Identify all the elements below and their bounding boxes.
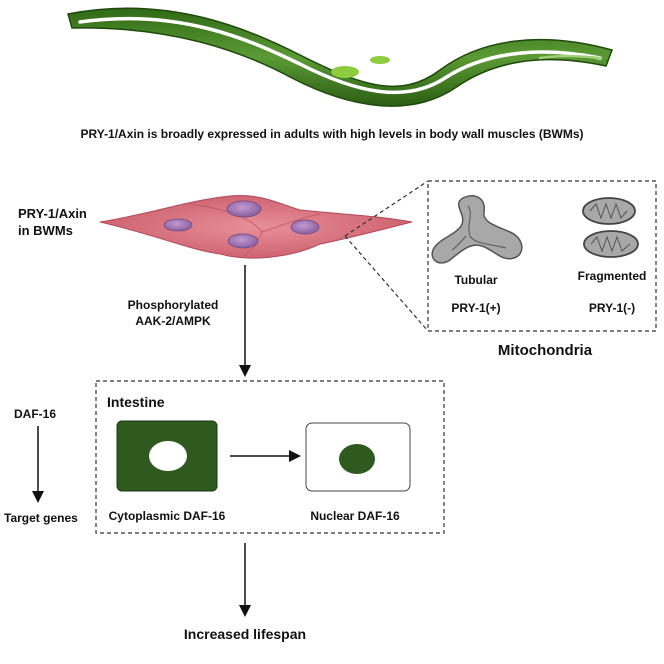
intestine-box (95, 380, 445, 534)
nuclear-label: Nuclear DAF-16 (310, 509, 400, 523)
muscle-cells-illustration (99, 194, 413, 259)
bwm-label-line2: in BWMs (18, 223, 73, 238)
tubular-mitochondria (431, 195, 523, 264)
worm-illustration (67, 7, 613, 107)
nucleus (290, 219, 320, 235)
cytoplasmic-label: Cytoplasmic DAF-16 (108, 509, 226, 523)
ampk-label-line2: AAK-2/AMPK (135, 314, 211, 328)
bwm-label-line1: PRY-1/Axin (18, 206, 87, 221)
mitochondria-box (427, 180, 657, 332)
fragmented-mitochondria (582, 197, 639, 258)
outcome-label: Increased lifespan (183, 626, 307, 642)
mitochondria-title: Mitochondria (497, 342, 593, 359)
intestine-title: Intestine (107, 394, 165, 410)
nucleus (226, 200, 262, 218)
pathway-top-label: DAF-16 (14, 407, 57, 421)
tubular-label: Tubular (454, 273, 498, 287)
fragmented-label: Fragmented (577, 269, 647, 283)
cytoplasmic-nucleus (149, 441, 187, 471)
ampk-label-line1: Phosphorylated (127, 298, 219, 312)
nucleus (163, 218, 193, 232)
figure-caption: PRY-1/Axin is broadly expressed in adult… (80, 127, 584, 141)
nucleus (227, 233, 259, 249)
fragmented-condition: PRY-1(-) (588, 301, 636, 315)
pathway-bottom-label: Target genes (4, 511, 78, 525)
nuclear-nucleus (339, 444, 375, 474)
tubular-condition: PRY-1(+) (451, 301, 501, 315)
